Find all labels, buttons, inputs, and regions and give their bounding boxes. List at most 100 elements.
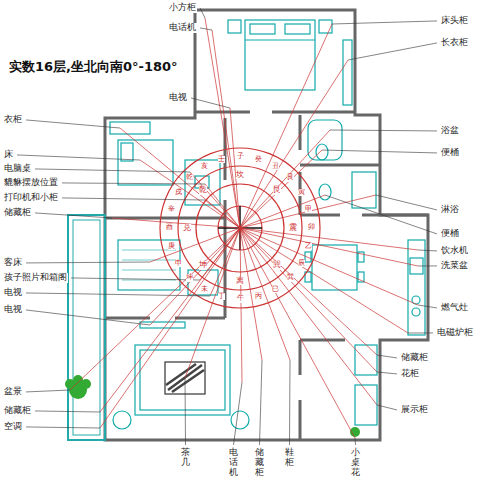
compass-mark: 寅 <box>298 189 305 197</box>
bearing-line <box>240 228 377 405</box>
compass-mark: 辛 <box>168 206 175 214</box>
leader-line <box>418 305 437 308</box>
compass-mark: 辰 <box>298 260 305 268</box>
part-label: 空调 <box>3 422 23 432</box>
part-label: 储藏柜 <box>3 406 32 416</box>
bearing-line <box>240 150 322 228</box>
leader-line <box>418 250 437 252</box>
compass-mark: 坤 <box>199 261 207 270</box>
part-label: 茶几 <box>180 448 191 468</box>
compass-mark: 乾 <box>199 186 207 195</box>
compass-mark: 戌 <box>175 189 182 197</box>
part-label: 长衣柜 <box>440 38 469 48</box>
bearing-line <box>240 228 242 382</box>
part-label: 电视 <box>3 288 23 298</box>
leader-line <box>234 382 243 445</box>
part-label: 电话机 <box>228 448 239 478</box>
compass-mark: 午 <box>237 295 244 303</box>
compass-mark: 离 <box>236 277 244 286</box>
compass-mark: 丙 <box>255 293 262 301</box>
bearing-line <box>205 18 240 228</box>
part-label: 客床 <box>3 258 23 268</box>
leader-line <box>289 360 291 445</box>
leader-line <box>26 427 100 428</box>
leader-line <box>35 411 100 412</box>
bearing-line <box>240 60 348 228</box>
bearing-line <box>240 228 418 305</box>
title: 实数16层,坐北向南0°-180° <box>8 60 179 74</box>
compass-mark: 巳 <box>272 286 279 294</box>
bearing-line <box>240 24 332 228</box>
part-label: 便桶 <box>440 148 460 158</box>
compass-mark: 癸 <box>255 156 262 164</box>
bearing-line <box>112 218 240 228</box>
part-label: 淋浴 <box>440 205 460 215</box>
leader-line <box>26 310 150 325</box>
part-label: 貔貅摆放位置 <box>3 178 59 188</box>
part-label: 电脑桌 <box>3 164 32 174</box>
compass-mark: 兑 <box>183 224 191 233</box>
leader-line <box>62 198 205 200</box>
part-label: 床 <box>3 150 14 160</box>
part-label: 花柜 <box>400 369 420 379</box>
part-label: 燃气灶 <box>440 303 469 313</box>
leader-line <box>376 195 437 210</box>
bearing-line <box>185 228 240 378</box>
part-label: 衣柜 <box>3 115 23 125</box>
leader-line <box>26 390 70 392</box>
bearing-line <box>150 228 240 325</box>
bearing-line <box>240 228 290 360</box>
part-label: 孩子照片和箱阁 <box>3 273 68 283</box>
part-label: 小方柜 <box>168 3 197 13</box>
bearing-line <box>70 228 240 390</box>
leader-line <box>17 155 140 160</box>
part-label: 床头柜 <box>440 16 469 26</box>
part-label: 展示柜 <box>400 405 429 415</box>
bearing-line <box>240 130 330 228</box>
leader-line <box>62 183 205 184</box>
leader-line <box>332 21 437 24</box>
compass-mark: 巽 <box>273 261 281 270</box>
compass-mark: 艮 <box>273 186 281 195</box>
leader-line <box>377 355 397 358</box>
part-label: 浴盆 <box>440 126 460 136</box>
leader-line <box>26 262 150 264</box>
part-label: 储藏柜 <box>3 208 32 218</box>
compass-mark: 申 <box>175 260 182 268</box>
leader-line <box>35 169 190 172</box>
part-label: 电视 <box>168 93 188 103</box>
leader-line <box>377 405 397 410</box>
part-label: 洗菜盆 <box>440 261 469 271</box>
leader-line <box>377 372 397 374</box>
part-label: 小桌花 <box>350 448 361 478</box>
leader-line <box>185 378 187 445</box>
bearing-line <box>230 108 240 228</box>
leader-line <box>191 98 230 108</box>
bearing-line <box>240 195 376 228</box>
compass-mark: 坎 <box>236 171 244 180</box>
bearing-line <box>240 228 355 438</box>
bearing-line <box>100 228 240 428</box>
compass-mark: 坤 <box>186 274 193 282</box>
leader-line <box>26 293 210 296</box>
bearing-line <box>212 30 240 228</box>
leader-line <box>348 43 437 60</box>
part-label: 饮水机 <box>440 246 469 256</box>
part-label: 电话机 <box>168 23 197 33</box>
bearing-line <box>240 228 408 333</box>
part-label: 打印机和小柜 <box>3 193 59 203</box>
compass-mark: 卯 <box>308 224 315 232</box>
compass-mark: 巽 <box>287 274 294 282</box>
compass-mark: 乾 <box>186 174 193 182</box>
part-label: 便桶 <box>440 229 460 239</box>
bearing-line <box>100 228 240 412</box>
leader-line <box>71 278 200 280</box>
bearing-line <box>240 195 325 228</box>
bearing-line <box>240 228 377 355</box>
leader-line <box>355 438 357 445</box>
leader-line <box>200 28 212 30</box>
leader-line <box>260 360 263 445</box>
leader-line <box>35 213 112 218</box>
